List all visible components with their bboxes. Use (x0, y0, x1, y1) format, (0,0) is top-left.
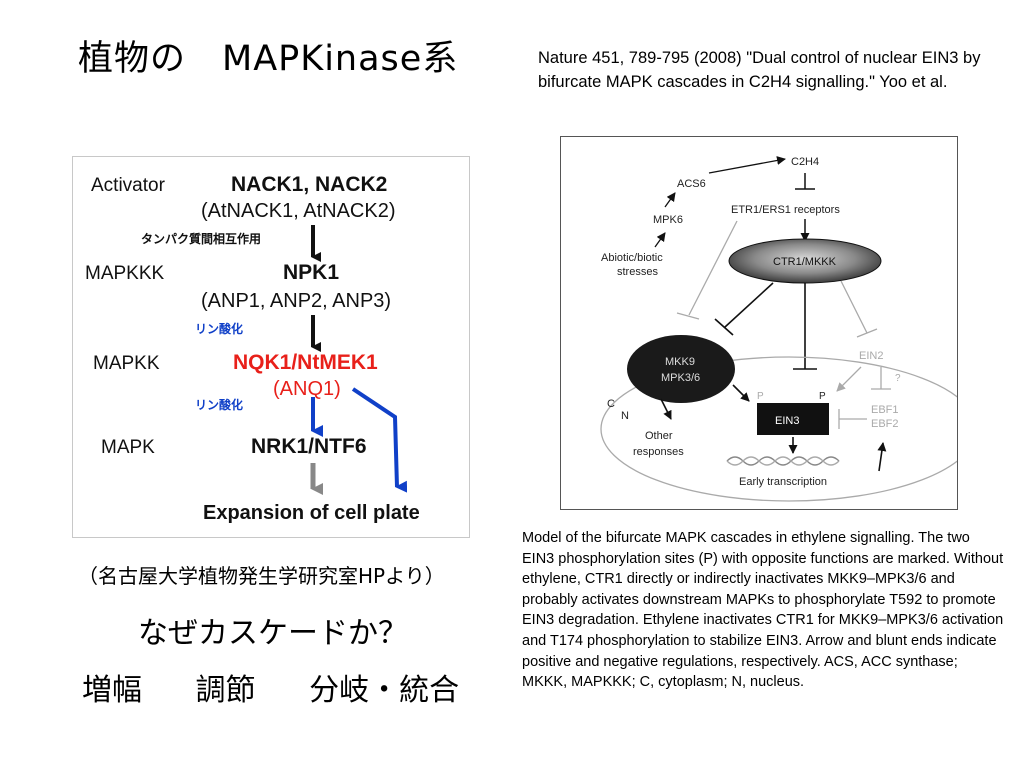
ein3-box (757, 403, 829, 435)
mkk9-ellipse (627, 335, 735, 403)
arrow-acs6-to-c2h4 (708, 156, 786, 174)
level-mapk: MAPK (101, 437, 155, 458)
step-label-phospho-2: リン酸化 (195, 397, 243, 412)
label-mpk36: MPK3/6 (661, 372, 700, 384)
gray-receptor-inhibit-line (688, 220, 738, 316)
label-p-right: P (819, 391, 826, 402)
level-mapkk: MAPKK (93, 353, 160, 374)
label-nucleus: N (621, 410, 629, 422)
citation-text: Nature 451, 789-795 (2008) "Dual control… (538, 49, 981, 91)
gray-inhibit-bar-left (676, 312, 700, 320)
ctr1-inhibit-ein2-line (840, 280, 868, 334)
protein-nack-alias: (AtNACK1, AtNACK2) (201, 200, 396, 222)
label-mpk6: MPK6 (653, 214, 683, 226)
label-ein2: EIN2 (859, 350, 883, 362)
figure-caption: Model of the bifurcate MAPK cascades in … (522, 530, 1004, 691)
step-label-phospho-1: リン酸化 (195, 321, 243, 336)
arrow-mpk6-to-acs6 (664, 192, 676, 208)
ctr1-inhibit-ein2-bar (856, 328, 878, 338)
label-ein3: EIN3 (775, 415, 799, 427)
protein-npk1-alias: (ANP1, ANP2, ANP3) (201, 290, 391, 312)
protein-nqk1: NQK1/NtMEK1 (233, 351, 378, 374)
label-acs6: ACS6 (677, 178, 706, 190)
arrow-feedback-up (877, 442, 887, 472)
label-ebf2: EBF2 (871, 418, 899, 430)
keyword-branching: 分岐・統合 (309, 673, 460, 708)
label-receptors: ETR1/ERS1 receptors (731, 204, 840, 216)
label-mkk9: MKK9 (665, 356, 695, 368)
ctr1-inhibit-mkk9-bar (714, 318, 734, 336)
protein-nqk1-alias: (ANQ1) (273, 378, 341, 400)
question-text: なぜカスケードか？ (138, 616, 408, 651)
keyword-amplification: 増幅 (82, 673, 142, 708)
arrow-ein2-to-ein3 (836, 366, 862, 392)
dna-strand-1 (726, 456, 840, 466)
source-note: （名古屋大学植物発生学研究室HPより） (78, 564, 445, 588)
protein-npk1: NPK1 (283, 261, 339, 284)
label-other-2: responses (633, 446, 684, 458)
label-early-transcription: Early transcription (739, 476, 827, 488)
protein-nrk1: NRK1/NTF6 (251, 435, 367, 458)
label-stresses-1: Abiotic/biotic (601, 252, 663, 264)
right-ethylene-figure: C2H4 ETR1/ERS1 receptors ACS6 MPK6 Abiot… (560, 136, 978, 510)
left-cascade-figure: Activator NACK1, NACK2 (AtNACK1, AtNACK2… (72, 156, 470, 538)
keyword-row: 増幅 調節 分岐・統合 (82, 665, 503, 709)
arrow-mkk9-to-ein3 (732, 384, 750, 402)
ctr1-inhibit-mkk9-line (724, 282, 774, 328)
dna-strand-2 (726, 456, 840, 466)
arrow-nqk1-to-cell-plate-bypass (351, 387, 408, 493)
arrow-mkk9-to-other (660, 398, 672, 420)
arrow-stress-to-mpk6 (654, 232, 666, 248)
step-label-interaction: タンパク質間相互作用 (141, 231, 261, 246)
label-stresses-2: stresses (617, 266, 658, 278)
slide-title: 植物の MAPKinase系 (78, 39, 459, 79)
label-p-left: P (757, 391, 764, 402)
level-activator: Activator (91, 175, 166, 196)
label-ctr1: CTR1/MKKK (773, 256, 837, 268)
keyword-regulation: 調節 (195, 673, 256, 708)
output-cell-plate: Expansion of cell plate (203, 502, 420, 524)
label-ebf1: EBF1 (871, 404, 899, 416)
label-question: ? (895, 373, 901, 384)
protein-nack: NACK1, NACK2 (231, 173, 387, 196)
level-mapkkk: MAPKKK (85, 263, 165, 284)
label-cytoplasm: C (607, 398, 615, 410)
label-other-1: Other (645, 430, 673, 442)
label-c2h4: C2H4 (791, 156, 819, 168)
